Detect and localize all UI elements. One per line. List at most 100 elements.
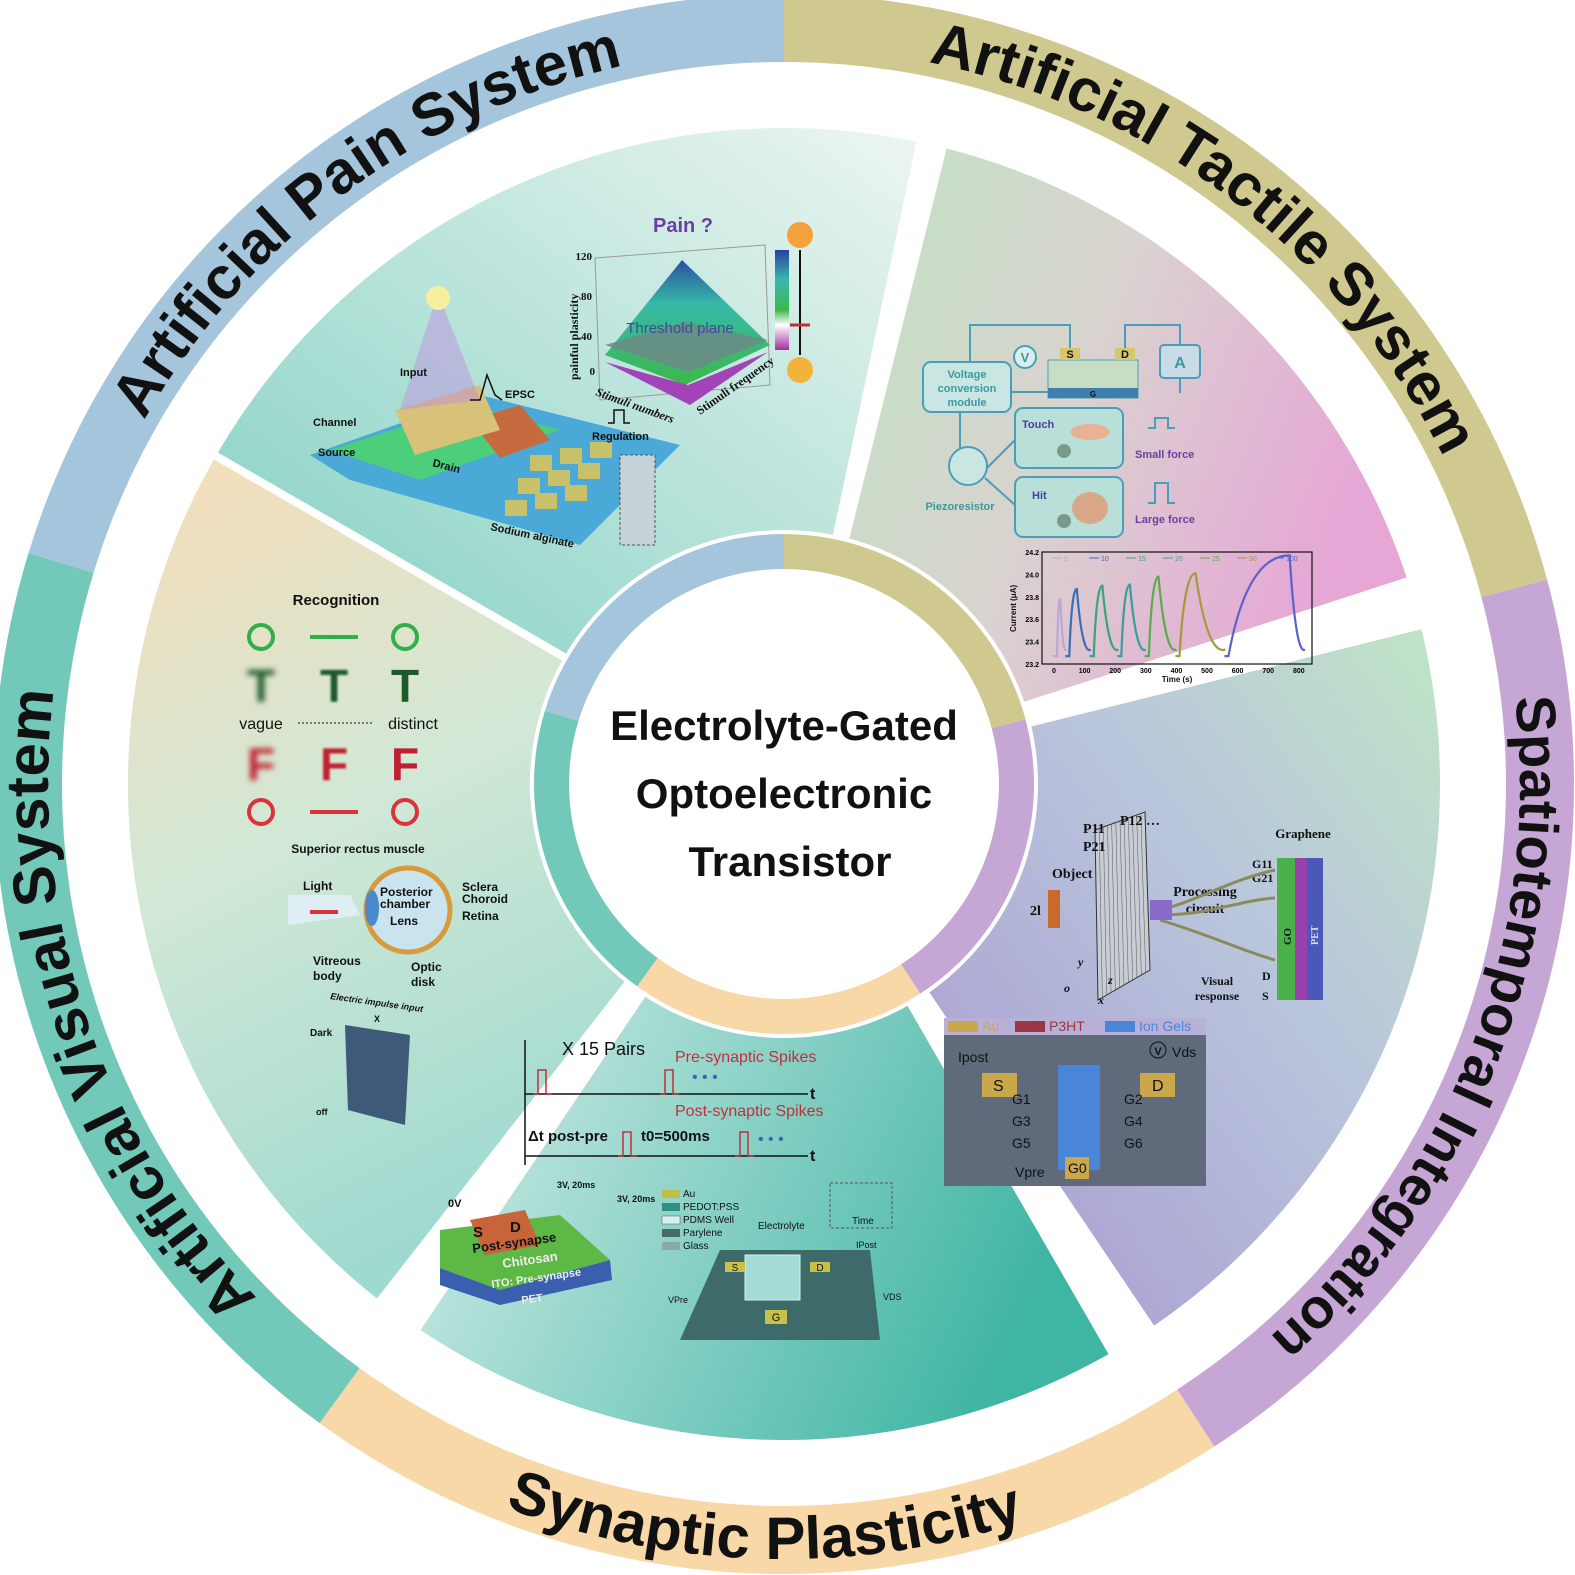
x-tick: 300 [1140, 668, 1152, 675]
axis-x: x [1097, 993, 1104, 1007]
post-spikes-label: Post-synaptic Spikes [675, 1103, 824, 1120]
large-force-label: Large force [1135, 514, 1195, 526]
circuit-g0 [1065, 1157, 1089, 1179]
happy-face-icon [787, 357, 813, 383]
finger-icon [1070, 424, 1110, 440]
grid-line [1103, 826, 1107, 996]
wiring-bundle [1159, 868, 1276, 962]
y-tick: 24.0 [1025, 572, 1039, 579]
gate-label: G3 [1012, 1113, 1031, 1129]
series-100 [1224, 554, 1306, 658]
light-label: Light [303, 879, 332, 893]
voltmeter-label: V [1021, 350, 1030, 365]
y-tick: 23.4 [1025, 640, 1039, 647]
x-tick: 100 [1079, 668, 1091, 675]
lens-shape [365, 890, 379, 926]
legend-20: 20 [1175, 556, 1183, 563]
processing-label: Processing [1173, 885, 1237, 900]
pet-label: PET [521, 1292, 544, 1307]
visual-response-label: response [1195, 989, 1240, 1003]
ammeter-box [1159, 344, 1201, 379]
y-tick: 24.2 [1025, 550, 1039, 557]
ipost-inset [829, 1182, 893, 1229]
input-label: Input [400, 367, 427, 379]
s-label: S [732, 1263, 739, 1274]
p21-label: P21 [1083, 840, 1106, 855]
ellipsis: • • • [692, 1069, 718, 1086]
go-layer [1277, 858, 1295, 1000]
series-10 [1065, 587, 1092, 658]
s-label: S [473, 1224, 483, 1241]
y-tick: 0 [590, 366, 596, 378]
legend-au: Au [982, 1018, 999, 1034]
grid-line [1123, 819, 1129, 983]
vpre-label: Vpre [1015, 1164, 1045, 1180]
vds-label: Vds [1172, 1044, 1196, 1060]
recognition-label: Recognition [293, 592, 380, 609]
choroid-label: Choroid [462, 892, 508, 906]
dark-label: Dark [310, 1028, 333, 1039]
pain-question: Pain ? [653, 215, 713, 237]
dt-label: Δt post-pre [528, 1128, 608, 1145]
legend-15: 15 [1138, 556, 1146, 563]
threshold-plane [605, 322, 768, 372]
lens-label: Lens [390, 914, 418, 928]
vpre-label: VPre [668, 1295, 688, 1305]
inset-time-label: Time [852, 1216, 874, 1227]
pet-label: PET [1310, 925, 1321, 945]
series-20 [1117, 583, 1147, 658]
vitreous-label: body [313, 969, 342, 983]
panel-tactile[interactable]: Voltage conversion module V S D G A Piez… [922, 324, 1313, 684]
panel-spatiotemporal[interactable]: P11 P21 P12 … Object 2l Processing circu… [944, 811, 1331, 1186]
ion-gel-region [1058, 1065, 1100, 1170]
object-bar [1048, 890, 1060, 928]
gate-layer [1048, 388, 1138, 398]
ring-segment-spatiotemporal [1177, 579, 1575, 1447]
x-tick: 0 [1052, 668, 1056, 675]
pet-layer [440, 1260, 612, 1305]
sclera-label: Sclera [462, 880, 498, 894]
g11-label: G11 [1252, 857, 1273, 871]
grid-line [1115, 822, 1120, 988]
channel-label: Channel [313, 417, 356, 429]
light-source-icon [426, 286, 450, 310]
epsc-waveform [470, 372, 503, 401]
d-electrode [810, 1262, 830, 1272]
d-label: D [1262, 969, 1271, 983]
legend-50: 50 [1249, 556, 1257, 563]
x-tick: 400 [1171, 668, 1183, 675]
spike-axes [524, 1040, 808, 1165]
x-tick: 800 [1293, 668, 1305, 675]
voltmeter-icon [1013, 345, 1037, 369]
panel-visual[interactable]: Recognition T T T F F F vague distinct S… [239, 592, 508, 1125]
pet-layer [1307, 858, 1323, 1000]
legend-glass: Glass [683, 1241, 709, 1252]
t0-label: t0=500ms [641, 1128, 710, 1145]
panel-synaptic[interactable]: X 15 Pairs Pre-synaptic Spikes Post-syna… [440, 1039, 902, 1340]
light-beam [400, 298, 480, 410]
legend-pedot: PEDOT:PSS [683, 1202, 739, 1213]
pre-spikes-label: Pre-synaptic Spikes [675, 1049, 816, 1066]
module-label: module [947, 397, 986, 409]
x-tick: 700 [1262, 668, 1274, 675]
off-label: off [316, 1107, 328, 1117]
angry-face-icon [787, 222, 813, 248]
chart-y-label: Current (μA) [1009, 585, 1018, 632]
inner-segment-pain [544, 534, 784, 723]
sensor-pad [1057, 444, 1071, 458]
panel-pain[interactable]: Pain ? Threshold plane painful plasticit… [310, 215, 813, 551]
legend-pdms: PDMS Well [683, 1215, 734, 1226]
x-label: X [374, 1014, 380, 1024]
ellipsis: • • • [758, 1131, 784, 1148]
gate-label: G [1090, 390, 1096, 399]
length-label: 2l [1030, 904, 1041, 919]
axis-o: o [1064, 981, 1070, 995]
ring-segment-tactile [784, 0, 1548, 598]
y-tick: 23.8 [1025, 595, 1039, 602]
series-5 [1053, 597, 1068, 658]
visual-response-label: Visual [1201, 974, 1234, 988]
tactile-circuit [959, 324, 1181, 506]
ring-segment-visual [0, 553, 360, 1424]
legend-swatch-ion-gels [1105, 1021, 1135, 1032]
